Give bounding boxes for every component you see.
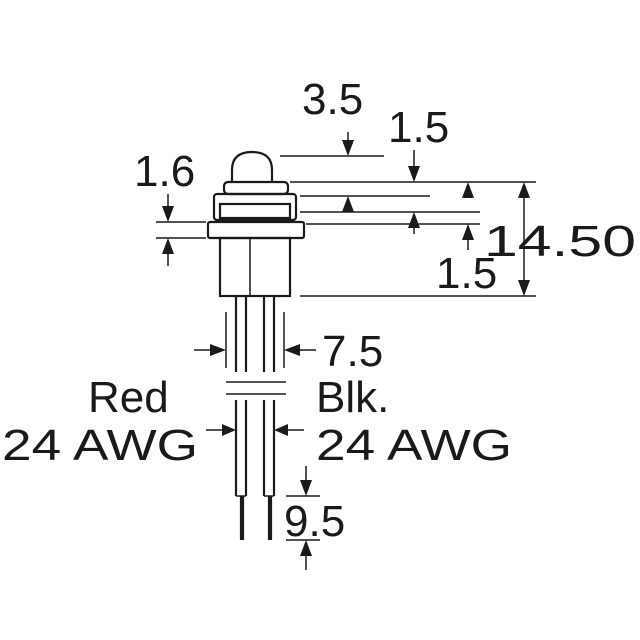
dim-lens-height-label: 1.6 xyxy=(134,147,195,196)
lead-wires xyxy=(226,296,286,540)
dim-flange-thickness-label: 1.5 xyxy=(388,103,449,152)
dimension-arrows xyxy=(162,132,530,570)
dimension-labels: 3.5 1.5 1.6 14.50 1.5 7.5 9.5 xyxy=(134,75,636,546)
lead-labels: Red 24 AWG Blk. 24 AWG xyxy=(2,373,512,470)
led-component xyxy=(206,150,306,298)
led-lens xyxy=(230,150,274,182)
extension-lines xyxy=(156,155,536,541)
black-lead-gauge-label: 24 AWG xyxy=(316,421,512,470)
black-lead-color-label: Blk. xyxy=(316,373,389,422)
holder-body xyxy=(218,236,292,298)
upper-collar xyxy=(222,180,290,196)
dim-lens-width-label: 3.5 xyxy=(302,75,363,124)
mounting-flange xyxy=(206,220,306,240)
lower-collar xyxy=(218,202,292,220)
dim-base-offset-label: 1.5 xyxy=(436,249,497,298)
panel-nut xyxy=(212,192,298,222)
dim-lead-strip-label: 9.5 xyxy=(284,497,345,546)
red-lead-color-label: Red xyxy=(88,373,169,422)
red-lead-gauge-label: 24 AWG xyxy=(2,421,198,470)
dim-overall-length-label: 14.50 xyxy=(484,217,636,266)
dim-lead-spacing-label: 7.5 xyxy=(322,327,383,376)
